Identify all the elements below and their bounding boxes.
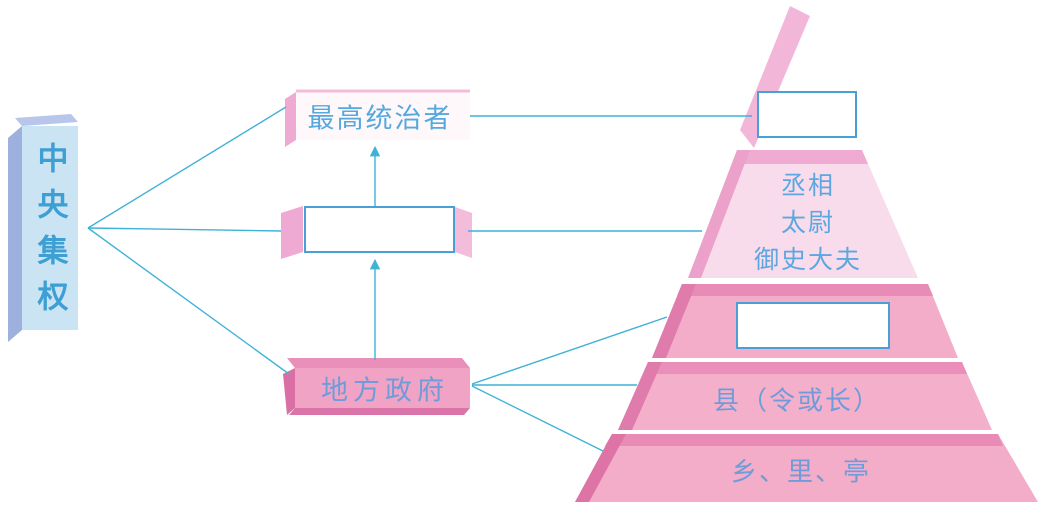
pyramid-level5-face (575, 434, 1038, 502)
supreme-ruler-bar-left-edge (285, 92, 296, 147)
local-gov-bar-left-edge (283, 368, 295, 415)
pyramid-level2-left-edge (688, 150, 750, 278)
connector-pillar-to-local-gov (87, 227, 290, 375)
connector-pillar-to-middle-box (87, 227, 282, 232)
apex-blank-box (757, 91, 857, 138)
local-gov-bar-top-edge (287, 358, 470, 368)
local-gov-bar-face (295, 368, 470, 408)
chancellor-line: 丞相 (780, 172, 836, 200)
supreme-ruler-bar-face (296, 92, 470, 140)
pyramid-level4-face (618, 362, 992, 430)
central-officials-label: 丞相 太尉 御史大夫 (754, 168, 862, 279)
pyramid-level3-left-edge (652, 284, 696, 358)
county-level-label: 县（令或长） (712, 385, 882, 416)
pyramid-level4-top-band (643, 362, 967, 374)
middle-blank-box (304, 206, 455, 253)
grand-commandant-line: 太尉 (780, 209, 836, 237)
local-government-label: 地方政府 (321, 375, 449, 406)
pyramid-level2-face (688, 150, 918, 278)
connector-local-gov-to-commandery (471, 316, 668, 385)
connector-local-gov-to-township (471, 385, 604, 452)
pyramid-level4-left-edge (618, 362, 662, 430)
connector-pillar-to-supreme-ruler (87, 106, 287, 229)
middle-box-left-edge (281, 206, 303, 259)
imperial-censor-line: 御史大夫 (753, 246, 863, 274)
middle-box-right-edge (455, 207, 472, 258)
supreme-ruler-label: 最高统治者 (307, 103, 453, 134)
pillar-left-edge (8, 126, 22, 342)
pyramid-level2-top-band (732, 150, 868, 164)
township-level-label: 乡、里、亭 (730, 456, 872, 487)
pyramid-level5-top-band (605, 434, 1003, 446)
pillar-face (22, 126, 78, 330)
pyramid-level5-left-edge (575, 434, 626, 502)
central-authority-pillar-label: 中央集权 (32, 142, 68, 326)
commandery-blank-box (736, 302, 890, 349)
pillar-top-edge (15, 114, 78, 126)
pyramid-level3-top-band (677, 284, 933, 296)
local-gov-bar-bottom-edge (289, 408, 470, 415)
